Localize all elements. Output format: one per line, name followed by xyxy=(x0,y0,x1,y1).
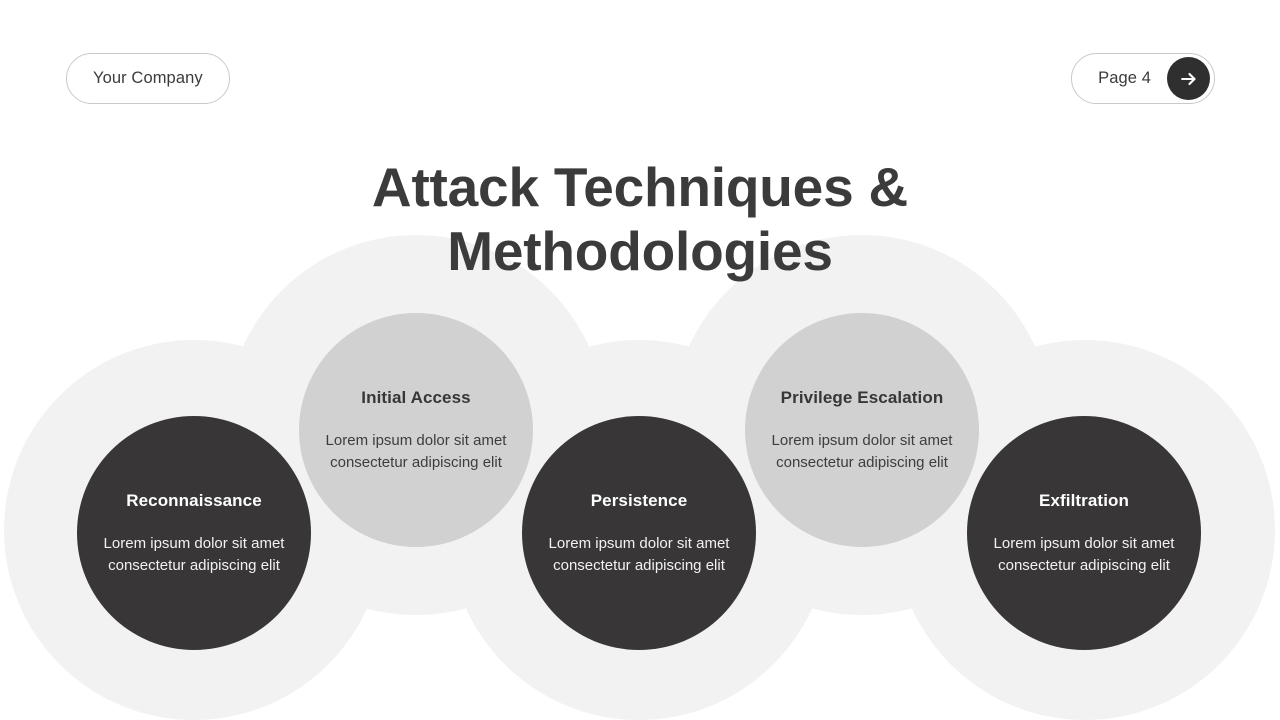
page-indicator[interactable]: Page 4 xyxy=(1071,53,1215,104)
step-title: Initial Access xyxy=(361,388,471,407)
page-label: Page 4 xyxy=(1098,69,1151,87)
arrow-right-icon[interactable] xyxy=(1167,57,1210,100)
step-circle-initial-access[interactable]: Initial Access Lorem ipsum dolor sit ame… xyxy=(299,313,533,547)
step-description: Lorem ipsum dolor sit amet consectetur a… xyxy=(771,432,953,471)
step-circle-reconnaissance[interactable]: Reconnaissance Lorem ipsum dolor sit ame… xyxy=(77,416,311,650)
step-title: Persistence xyxy=(590,491,688,510)
step-description: Lorem ipsum dolor sit amet consectetur a… xyxy=(325,432,507,471)
step-description: Lorem ipsum dolor sit amet consectetur a… xyxy=(548,535,730,574)
step-title: Privilege Escalation xyxy=(780,388,944,407)
company-label: Your Company xyxy=(93,69,203,87)
step-circle-privilege-escalation[interactable]: Privilege Escalation Lorem ipsum dolor s… xyxy=(745,313,979,547)
step-title: Reconnaissance xyxy=(126,491,262,510)
step-description: Lorem ipsum dolor sit amet consectetur a… xyxy=(993,535,1175,574)
step-description: Lorem ipsum dolor sit amet consectetur a… xyxy=(103,535,285,574)
page-title: Attack Techniques & Methodologies xyxy=(371,156,909,282)
step-circle-exfiltration[interactable]: Exfiltration Lorem ipsum dolor sit amet … xyxy=(967,416,1201,650)
step-circle-persistence[interactable]: Persistence Lorem ipsum dolor sit amet c… xyxy=(522,416,756,650)
company-badge[interactable]: Your Company xyxy=(66,53,230,104)
step-title: Exfiltration xyxy=(1039,491,1129,510)
